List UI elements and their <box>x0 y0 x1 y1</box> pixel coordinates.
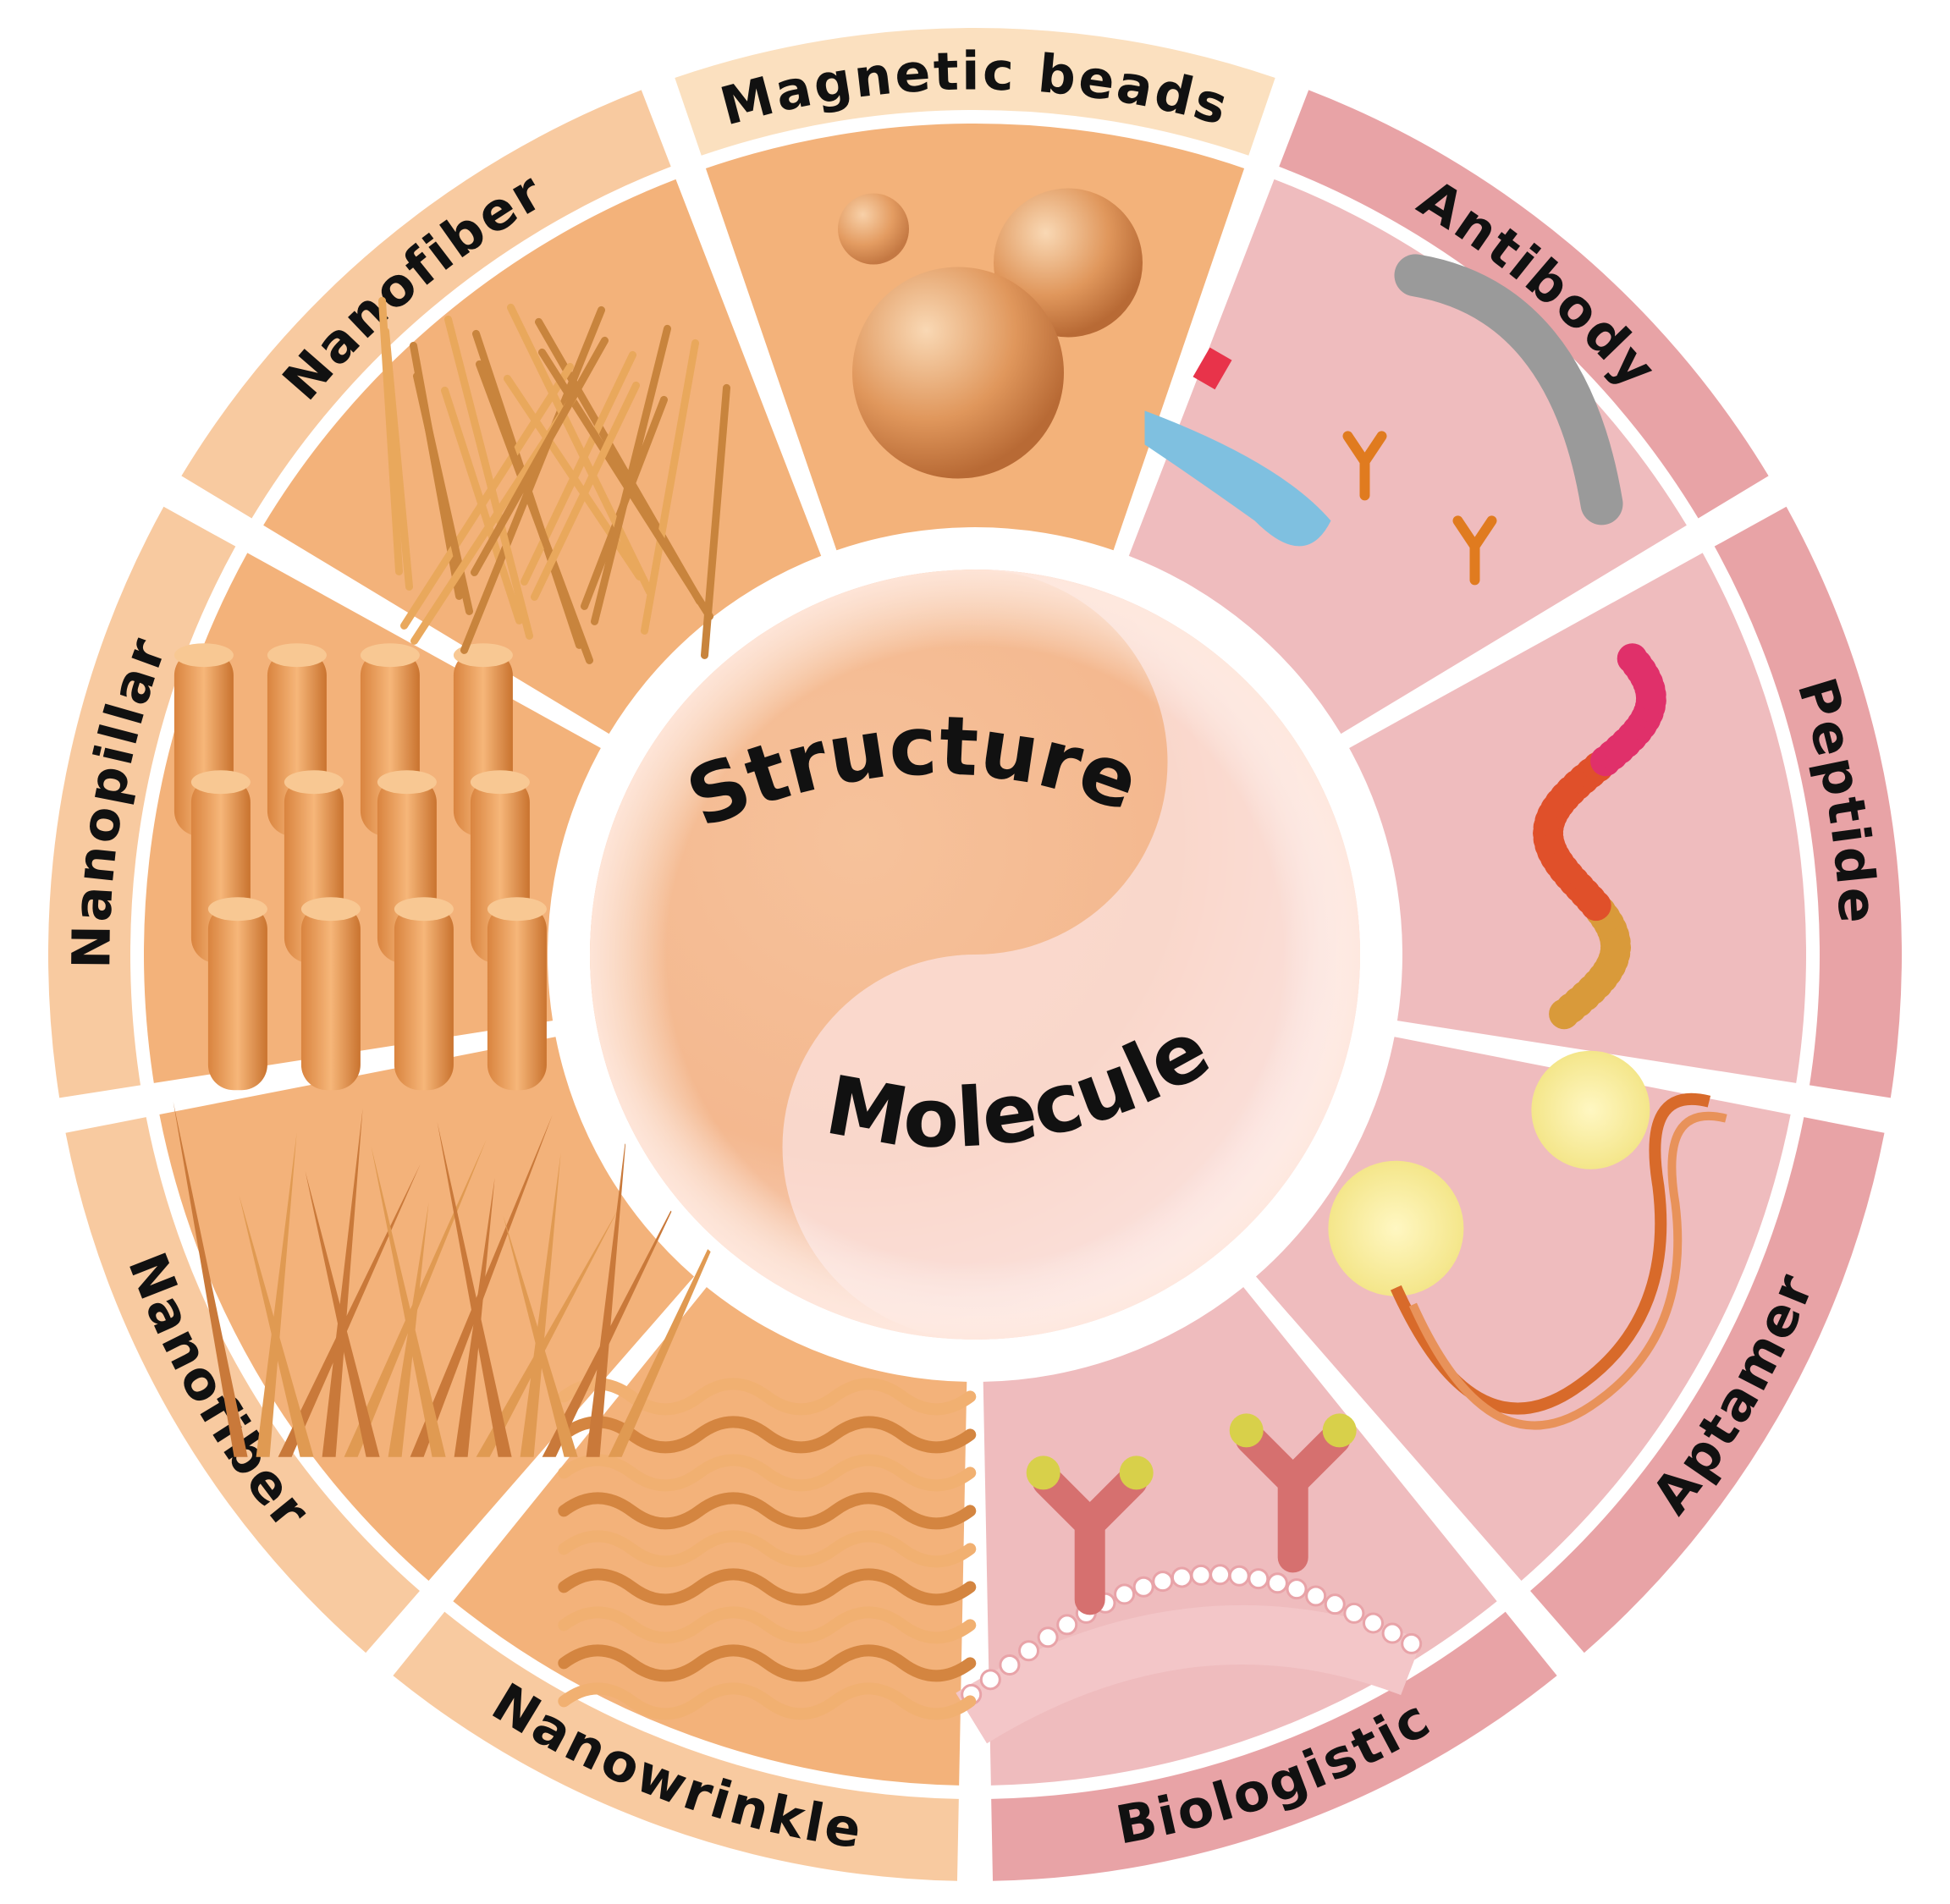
nanofiber-icon <box>378 296 730 664</box>
segment-band-peptide <box>1714 506 1903 1098</box>
center-glow <box>590 570 1360 1340</box>
segment-band-nanofiber-bottom <box>65 1117 420 1654</box>
segment-panel-peptide <box>1349 553 1806 1083</box>
segment-band-nanopillar <box>47 506 236 1098</box>
segment-band-nanofiber-top <box>181 90 671 519</box>
nanopillar-icon <box>174 643 547 1091</box>
nanowrinkle-icon <box>558 1378 977 1720</box>
segment-band-magnetic-beads <box>675 28 1275 156</box>
center-disc <box>577 557 1373 1352</box>
segment-band-aptamer <box>1530 1117 1885 1654</box>
segment-band-biologistic <box>991 1611 1557 1881</box>
icons-layer <box>173 188 1727 1744</box>
peptide-icon <box>1533 643 1666 1030</box>
magnetic-beads-icon <box>838 188 1143 479</box>
aptamer-icon <box>1328 1050 1727 1430</box>
antibody-icon <box>1144 254 1623 586</box>
biologistic-icon <box>956 1413 1423 1744</box>
segment-panel-antibody <box>1128 179 1687 735</box>
nanoneedle-icon <box>173 1101 751 1457</box>
segment-band-nanowrinkle <box>393 1611 959 1881</box>
segment-peptide <box>1349 506 1903 1098</box>
